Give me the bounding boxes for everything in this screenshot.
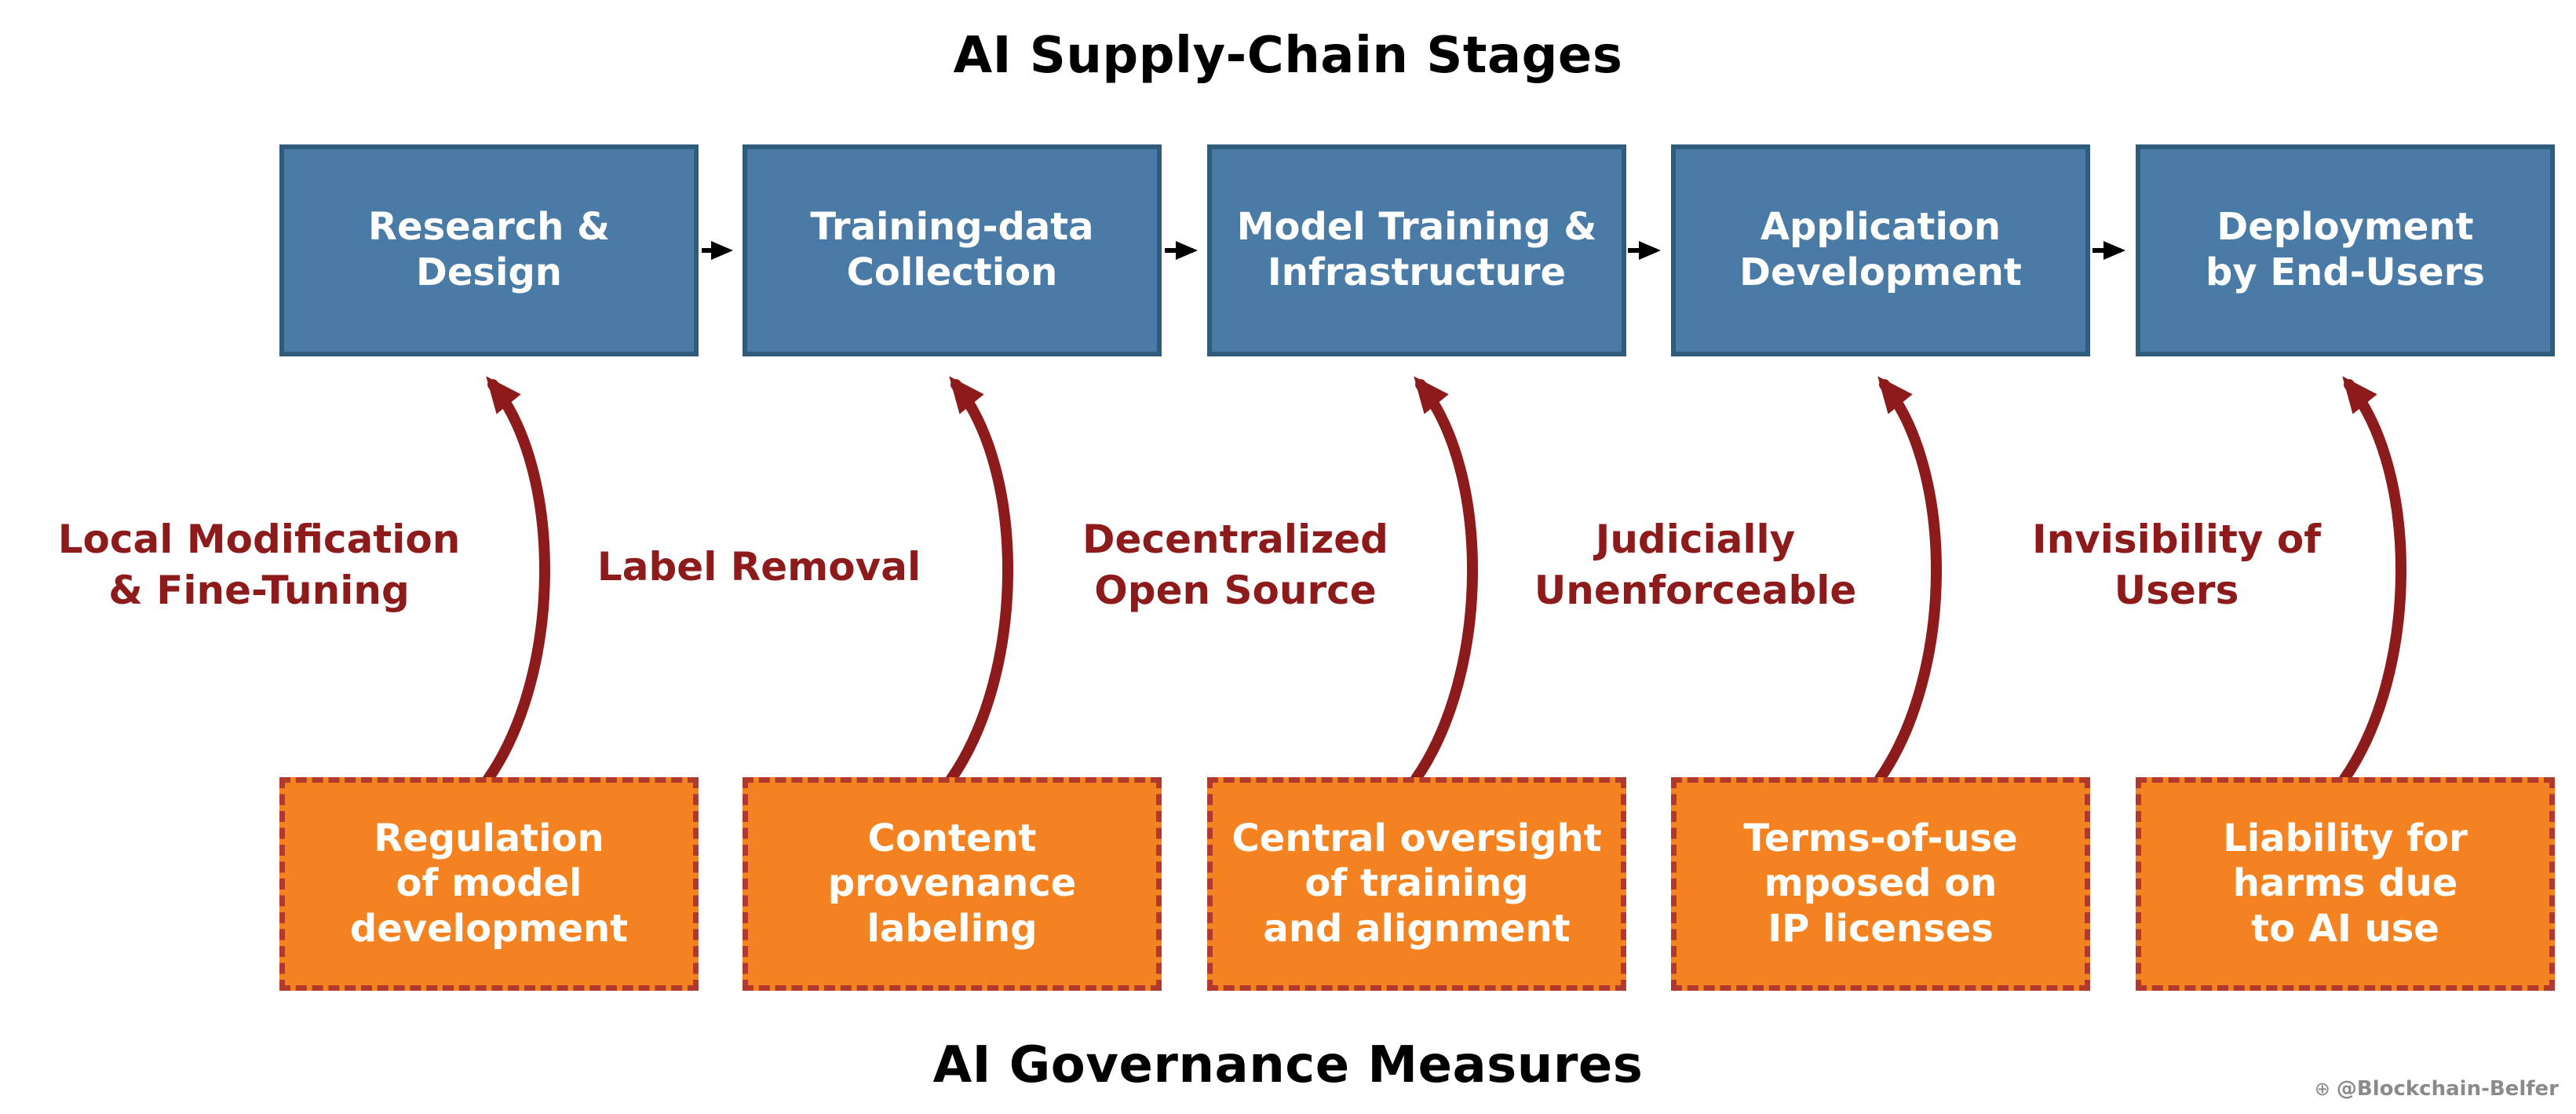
measure-box-regulation-model-development: Regulation of model development <box>279 777 699 991</box>
measure-box-content-provenance-labeling: Content provenance labeling <box>743 777 1162 991</box>
measure-box-terms-of-use-ip-licenses: Terms-of-use mposed on IP licenses <box>1671 777 2090 991</box>
gap-label-decentralized-open-source: Decentralized Open Source <box>1082 517 1388 613</box>
measure-label: Regulation of model development <box>349 816 629 951</box>
stage-label: Application Development <box>1739 205 2022 294</box>
stage-label: Training-data Collection <box>810 205 1094 294</box>
measure-arrow-4 <box>1874 376 1942 784</box>
watermark-icon: ⊕ <box>2314 1078 2330 1100</box>
stage-box-model-training-infrastructure: Model Training & Infrastructure <box>1207 144 1626 356</box>
measure-arrow-1 <box>483 376 550 784</box>
stage-label: Deployment by End-Users <box>2206 205 2485 294</box>
stage-label: Research & Design <box>368 205 610 294</box>
stage-box-training-data-collection: Training-data Collection <box>743 144 1162 356</box>
stage-box-research-design: Research & Design <box>279 144 699 356</box>
measure-arrow-5 <box>2339 376 2406 784</box>
watermark: ⊕ @Blockchain-Belfer <box>2315 1077 2559 1101</box>
measure-box-central-oversight-training: Central oversight of training and alignm… <box>1207 777 1626 991</box>
measure-label: Content provenance labeling <box>827 816 1077 951</box>
measure-label: Terms-of-use mposed on IP licenses <box>1743 816 2018 951</box>
gap-label-label-removal: Label Removal <box>597 544 921 590</box>
bottom-title: AI Governance Measures <box>932 1036 1644 1094</box>
stage-label: Model Training & Infrastructure <box>1236 205 1597 294</box>
gap-label-judicially-unenforceable: Judicially Unenforceable <box>1534 517 1857 613</box>
measure-box-liability-ai-harms: Liability for harms due to AI use <box>2136 777 2555 991</box>
stage-box-application-development: Application Development <box>1671 144 2090 356</box>
measure-label: Central oversight of training and alignm… <box>1231 816 1602 951</box>
gap-label-invisibility-of-users: Invisibility of Users <box>2031 517 2322 613</box>
measure-arrow-2 <box>946 376 1013 784</box>
watermark-text: @Blockchain-Belfer <box>2336 1077 2559 1101</box>
measure-label: Liability for harms due to AI use <box>2223 816 2468 951</box>
stage-box-deployment-end-users: Deployment by End-Users <box>2136 144 2555 356</box>
top-title: AI Supply-Chain Stages <box>953 27 1623 85</box>
measure-arrow-3 <box>1410 376 1478 784</box>
gap-label-local-modification: Local Modification & Fine-Tuning <box>57 517 461 613</box>
